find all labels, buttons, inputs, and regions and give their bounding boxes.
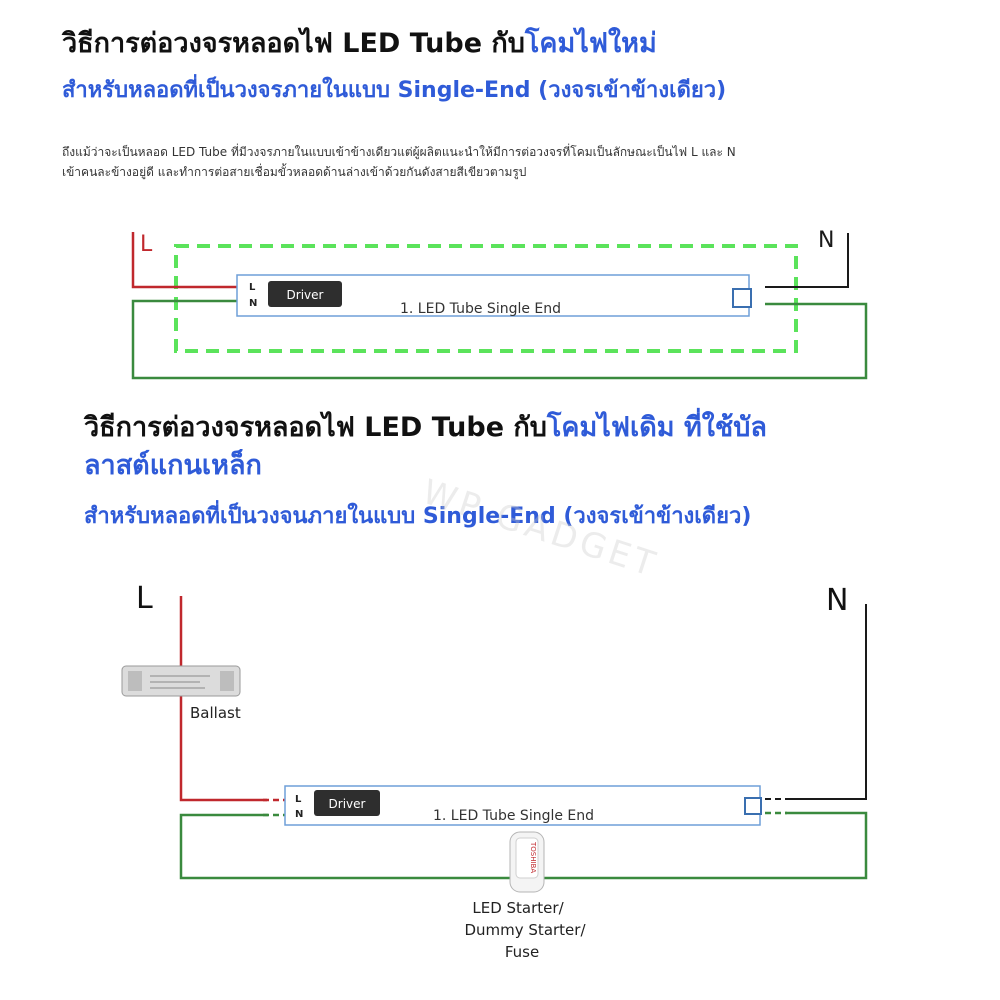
tube-label: 1. LED Tube Single End	[433, 808, 594, 824]
driver-label: Driver	[329, 797, 366, 811]
pin-L-label: L	[249, 282, 256, 293]
live-wire	[131, 232, 252, 289]
section2-title-part2: โคมไฟเดิม ที่ใช้บัล	[546, 412, 767, 443]
pin-N-label: N	[295, 809, 303, 820]
section2-title-line2: ลาสต์แกนเหล็ก	[84, 450, 262, 481]
section1-subtitle: สำหรับหลอดที่เป็นวงจรภายในแบบ Single-End…	[62, 78, 727, 103]
N-terminal-label: N	[826, 583, 848, 618]
driver-box	[268, 281, 342, 307]
neutral-wire	[785, 604, 867, 800]
section2-title-part1: วิธีการต่อวงจรหลอดไฟ LED Tube กับ	[84, 412, 547, 443]
starter-label-line3: Fuse	[505, 943, 539, 961]
driver-box	[314, 790, 380, 816]
section1-paragraph-line2: เข้าคนละข้างอยู่ดี และทำการต่อสายเชื่อมข…	[62, 165, 527, 179]
tube-label: 1. LED Tube Single End	[400, 301, 561, 317]
starter-brand: TOSHIBA	[529, 841, 537, 873]
bridge-wire	[131, 299, 868, 380]
section2-title: วิธีการต่อวงจรหลอดไฟ LED Tube กับโคมไฟเด…	[84, 410, 884, 484]
diagram2-wiring: Ballast Driver L N 1. LED Tube Single En…	[121, 581, 868, 961]
section2-subtitle: สำหรับหลอดที่เป็นวงจนภายในแบบ Single-End…	[84, 504, 752, 529]
driver-label: Driver	[287, 288, 324, 302]
fixture-dashed-outline	[174, 244, 798, 353]
section1-paragraph-line1: ถึงแม้ว่าจะเป็นหลอด LED Tube ที่มีวงจรภา…	[62, 145, 736, 159]
pin-N-label: N	[249, 298, 257, 309]
ballast-label: Ballast	[190, 704, 241, 722]
live-wire	[179, 596, 267, 802]
section1-paragraph: ถึงแม้ว่าจะเป็นหลอด LED Tube ที่มีวงจรภา…	[62, 142, 942, 182]
L-terminal-label: L	[140, 232, 153, 257]
neutral-wire	[765, 233, 849, 288]
diagram1-wiring: Driver L N 1. LED Tube Single End L N	[131, 228, 868, 380]
section1-title-part2: โคมไฟใหม่	[524, 28, 657, 59]
section1-title: วิธีการต่อวงจรหลอดไฟ LED Tube กับโคมไฟให…	[62, 26, 657, 62]
tube-end-cap	[732, 288, 752, 308]
ballast-device	[121, 665, 241, 697]
tube-end-cap	[744, 797, 762, 815]
section1-title-part1: วิธีการต่อวงจรหลอดไฟ LED Tube กับ	[62, 28, 525, 59]
N-terminal-label: N	[818, 228, 834, 253]
starter-label-line1: LED Starter/	[472, 899, 564, 917]
pin-L-label: L	[295, 794, 302, 805]
L-terminal-label: L	[136, 581, 153, 616]
starter-device	[509, 831, 545, 893]
starter-label-line2: Dummy Starter/	[464, 921, 586, 939]
section2-title-line1: วิธีการต่อวงจรหลอดไฟ LED Tube กับโคมไฟเด…	[84, 410, 884, 446]
